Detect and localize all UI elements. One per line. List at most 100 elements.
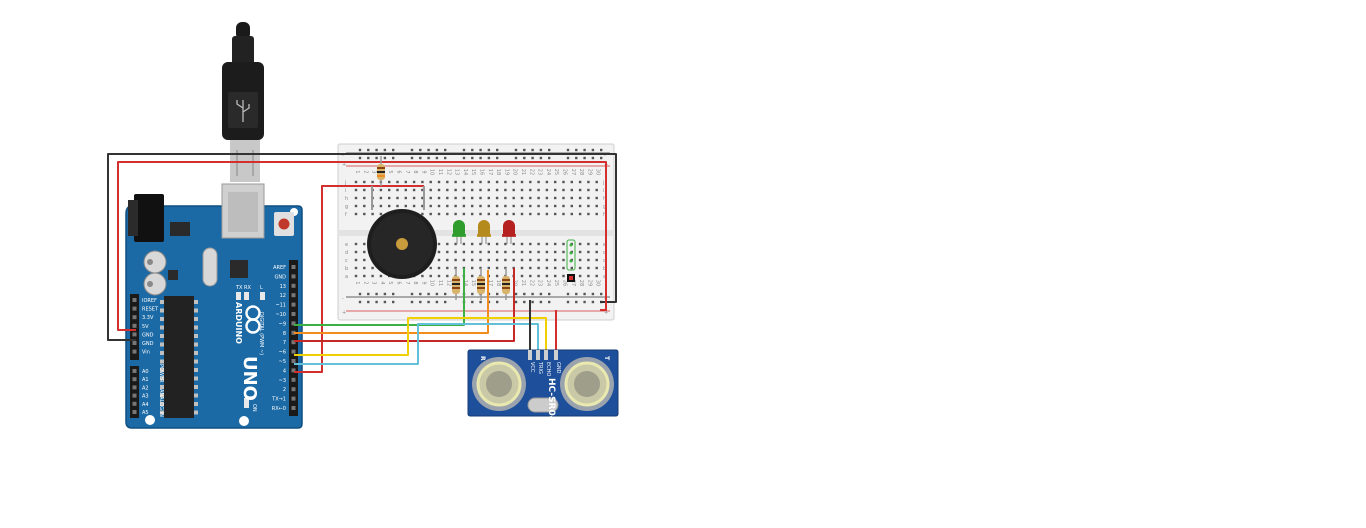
usb-cable (222, 22, 264, 182)
column-number: 26 (562, 169, 568, 175)
digital-pin-8[interactable] (291, 340, 296, 345)
digital-pin-label: 4 (283, 368, 286, 374)
power-pin-0[interactable] (132, 298, 137, 302)
analog-pin-label: A3 (142, 394, 149, 400)
row-label-right: h (603, 196, 606, 202)
sensor-pin-gnd[interactable] (554, 350, 558, 360)
row-label-left: c (345, 258, 348, 264)
digital-pin-3[interactable] (291, 293, 296, 298)
board-name-label: UNO (239, 356, 260, 401)
row-label-right: d (603, 250, 606, 256)
led-resistor-2 (477, 268, 485, 300)
row-label-right: f (603, 212, 605, 218)
column-number: 1 (354, 170, 360, 173)
power-pin-5[interactable] (132, 341, 137, 345)
column-number: 3 (371, 170, 377, 173)
column-number: 26 (562, 280, 568, 286)
digital-pin-label: GND (275, 274, 287, 280)
column-number: 24 (545, 280, 551, 286)
row-label-right: b (603, 266, 606, 272)
row-label-right: j (602, 180, 604, 186)
digital-pin-10[interactable] (291, 359, 296, 363)
column-number: 11 (437, 169, 443, 175)
tx-label: TX (235, 285, 243, 291)
digital-pin-9[interactable] (291, 349, 296, 354)
digital-pin-4[interactable] (291, 302, 296, 307)
digital-pin-12[interactable] (291, 377, 296, 382)
column-number: 4 (379, 281, 385, 284)
column-number: 2 (362, 281, 368, 284)
digital-pin-14[interactable] (291, 396, 296, 401)
analog-header-label: ANALOG IN (158, 389, 164, 417)
column-number: 15 (470, 169, 476, 175)
column-number: 18 (495, 169, 501, 175)
analog-pin-0[interactable] (132, 369, 137, 373)
column-number: 25 (553, 280, 559, 286)
digital-pin-1[interactable] (291, 274, 296, 279)
pushbutton-small (566, 239, 576, 282)
column-number: 24 (545, 169, 551, 175)
digital-pin-0[interactable] (291, 265, 296, 269)
column-number: 12 (445, 280, 451, 286)
rail-plus-bottom: + (342, 310, 346, 316)
analog-header (130, 366, 139, 418)
l-label: L (260, 285, 263, 291)
red-led (502, 220, 516, 244)
digital-pin-6[interactable] (291, 321, 296, 326)
green-led (452, 220, 466, 244)
wire-pin7-yellow (294, 317, 547, 356)
wire-pin6-cyan (294, 323, 539, 365)
digital-pin-label: 13 (280, 284, 286, 290)
power-pin-4[interactable] (132, 332, 137, 337)
column-number: 3 (371, 281, 377, 284)
digital-pin-label: ~6 (279, 350, 286, 356)
power-pin-6[interactable] (132, 349, 137, 354)
column-number: 7 (404, 170, 410, 173)
column-number: 23 (537, 280, 543, 286)
sensor-pin-echo[interactable] (544, 350, 548, 360)
power-pin-2[interactable] (132, 315, 137, 320)
wire-gnd-black (107, 153, 617, 341)
column-number: 30 (595, 280, 601, 286)
column-number: 6 (396, 170, 402, 173)
power-pin-label: 5V (142, 324, 149, 330)
rail-plus-top: + (342, 162, 346, 168)
rail-plus-bottom-right: + (604, 310, 608, 316)
column-number: 25 (553, 169, 559, 175)
digital-pin-7[interactable] (291, 330, 296, 335)
buzzer (367, 209, 437, 279)
power-header-label: POWER (158, 364, 164, 383)
analog-pin-5[interactable] (132, 410, 137, 414)
digital-pin-label: ~3 (279, 378, 286, 384)
column-number: 8 (412, 281, 418, 284)
power-pin-1[interactable] (132, 306, 137, 311)
sensor-pin-vcc[interactable] (528, 350, 532, 360)
digital-pin-2[interactable] (291, 283, 296, 288)
analog-pin-label: A2 (142, 385, 149, 391)
row-label-left: f (345, 212, 347, 218)
row-label-right: a (603, 274, 606, 280)
sensor-pin-label: VCC (529, 362, 535, 373)
column-number: 30 (595, 169, 601, 175)
sensor-pin-trig[interactable] (536, 350, 540, 360)
digital-pin-label: TX→1 (271, 397, 286, 403)
column-number: 6 (396, 281, 402, 284)
power-pin-3[interactable] (132, 323, 137, 328)
analog-pin-4[interactable] (132, 401, 137, 406)
row-label-left: h (345, 196, 348, 202)
digital-pin-15[interactable] (291, 406, 296, 410)
analog-pin-1[interactable] (132, 377, 137, 382)
column-number: 2 (362, 170, 368, 173)
column-number: 10 (429, 169, 435, 175)
row-label-left: i (345, 188, 346, 194)
analog-pin-label: A4 (142, 402, 149, 408)
digital-pin-11[interactable] (291, 368, 296, 373)
digital-pin-13[interactable] (291, 387, 296, 392)
digital-pin-5[interactable] (291, 312, 296, 316)
led-resistor-1 (452, 268, 460, 300)
analog-pin-2[interactable] (132, 385, 137, 390)
column-number: 14 (462, 169, 468, 175)
analog-pin-3[interactable] (132, 393, 137, 398)
analog-pin-label: A1 (142, 377, 149, 383)
